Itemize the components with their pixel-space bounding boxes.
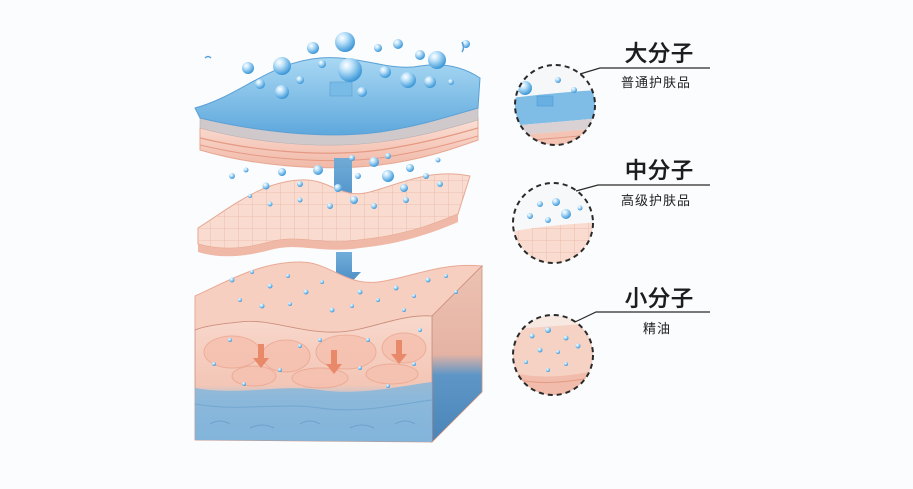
large-molecule-subtitle: 普通护肤品 [621, 76, 692, 91]
magnifier-circle-icon [512, 314, 594, 396]
medium-molecule-subtitle: 高级护肤品 [621, 194, 692, 209]
large-molecule-title: 大分子 [625, 42, 695, 67]
magnifier-circle-icon [512, 182, 594, 264]
small-molecule-dots [212, 270, 458, 388]
orange-down-arrows [253, 340, 407, 374]
magnifier-circle-medium [512, 182, 594, 264]
top-skin-layer [194, 57, 481, 169]
small-molecule-title: 小分子 [625, 287, 695, 312]
middle-skin-layer [197, 173, 471, 257]
small-molecule-subtitle: 精油 [643, 322, 672, 337]
magnifier-circle-icon [514, 64, 596, 146]
magnifier-circle-small [512, 314, 594, 396]
water-molecule-icon [335, 32, 355, 52]
water-block-icon [329, 81, 353, 97]
dermis-block [194, 261, 484, 443]
magnifier-circle-large [514, 64, 596, 146]
large-molecule-bubbles [204, 32, 470, 99]
medium-molecule-title: 中分子 [625, 159, 695, 184]
medium-molecule-bubbles [229, 153, 443, 209]
leader-lines [574, 67, 710, 323]
